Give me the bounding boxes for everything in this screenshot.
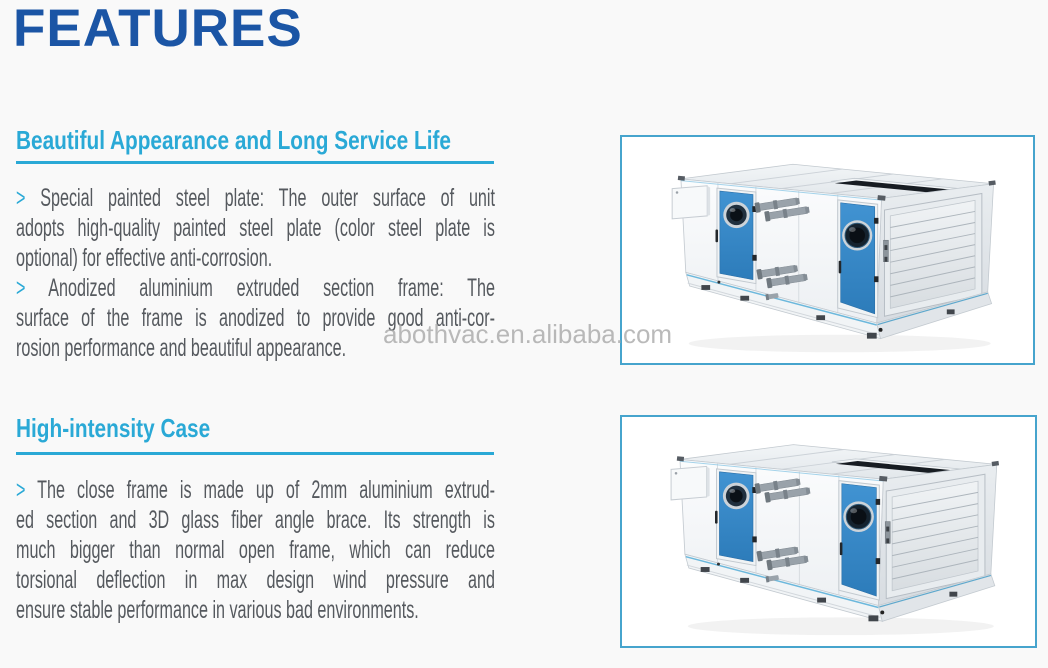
feature-text-line: much bigger than normal open frame, whic…: [16, 535, 495, 565]
page-title: FEATURES: [13, 0, 303, 58]
line-text: ed section and 3D glass fiber angle brac…: [16, 506, 495, 534]
line-text: Anodized aluminium extruded section fram…: [48, 274, 495, 302]
line-text: surface of the frame is anodized to prov…: [16, 304, 495, 332]
product-image-frame-2: [620, 415, 1037, 648]
feature-text-line: > The close frame is made up of 2mm alum…: [16, 475, 495, 505]
feature-text-line: > Special painted steel plate: The outer…: [16, 183, 495, 213]
product-image-frame-1: [620, 135, 1035, 365]
feature-text-line: surface of the frame is anodized to prov…: [16, 303, 495, 333]
line-text: ensure stable performance in various bad…: [16, 596, 419, 624]
line-text: The close frame is made up of 2mm alumin…: [37, 476, 495, 504]
bullet-arrow: >: [16, 476, 26, 504]
feature-text-line: ed section and 3D glass fiber angle brac…: [16, 505, 495, 535]
bullet-arrow: >: [16, 184, 26, 212]
section-2: High-intensity Case: [16, 413, 512, 443]
section-2-heading: High-intensity Case: [16, 413, 211, 443]
air-handling-unit-image: [623, 418, 1034, 645]
feature-text-line: > Anodized aluminium extruded section fr…: [16, 273, 495, 303]
line-text: optional) for effective anti-corrosion.: [16, 244, 273, 272]
line-text: adopts high-quality painted steel plate …: [16, 214, 495, 242]
feature-text-line: ensure stable performance in various bad…: [16, 595, 495, 625]
section-1: Beautiful Appearance and Long Service Li…: [16, 125, 512, 155]
section-2-divider: [16, 452, 494, 455]
feature-text-line: optional) for effective anti-corrosion.: [16, 243, 495, 273]
section-2-body: > The close frame is made up of 2mm alum…: [16, 475, 495, 625]
line-text: torsional deflection in max design wind …: [16, 566, 495, 594]
feature-text-line: torsional deflection in max design wind …: [16, 565, 495, 595]
bullet-arrow: >: [16, 274, 26, 302]
line-text: much bigger than normal open frame, whic…: [16, 536, 495, 564]
section-1-divider: [16, 161, 494, 164]
line-text: rosion performance and beautiful appeara…: [16, 334, 347, 362]
feature-text-line: adopts high-quality painted steel plate …: [16, 213, 495, 243]
section-1-heading: Beautiful Appearance and Long Service Li…: [16, 125, 451, 155]
air-handling-unit-image: [623, 138, 1032, 362]
feature-text-line: rosion performance and beautiful appeara…: [16, 333, 495, 363]
section-1-body: > Special painted steel plate: The outer…: [16, 183, 495, 363]
line-text: Special painted steel plate: The outer s…: [40, 184, 495, 212]
